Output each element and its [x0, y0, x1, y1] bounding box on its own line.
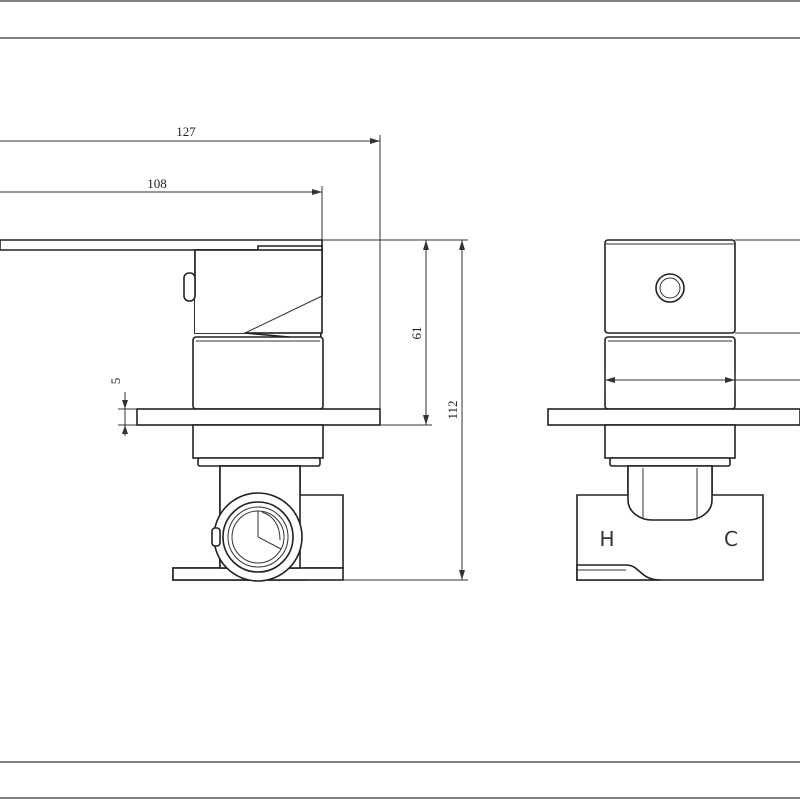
front-view-dimensions [604, 239, 800, 388]
lower-spindle [192, 424, 324, 459]
spindle-front [604, 336, 736, 410]
side-view [0, 239, 381, 582]
dim-overall-length: 127 [176, 124, 196, 139]
front-view: H C [547, 239, 800, 581]
cold-port-label: C [724, 527, 738, 551]
lever-side-knob [183, 272, 196, 302]
dim-handle-height: 61 [409, 327, 424, 340]
spindle-body [192, 336, 324, 410]
dim-lever-length: 108 [147, 176, 167, 191]
dim-plate-thickness: 5 [108, 378, 123, 385]
wall-plate-front [547, 408, 800, 426]
side-view-dimensions: 127 108 61 112 5 [0, 124, 468, 581]
wall-plate [136, 408, 381, 426]
hot-port-label: H [599, 527, 614, 551]
dim-overall-height: 112 [445, 400, 460, 419]
